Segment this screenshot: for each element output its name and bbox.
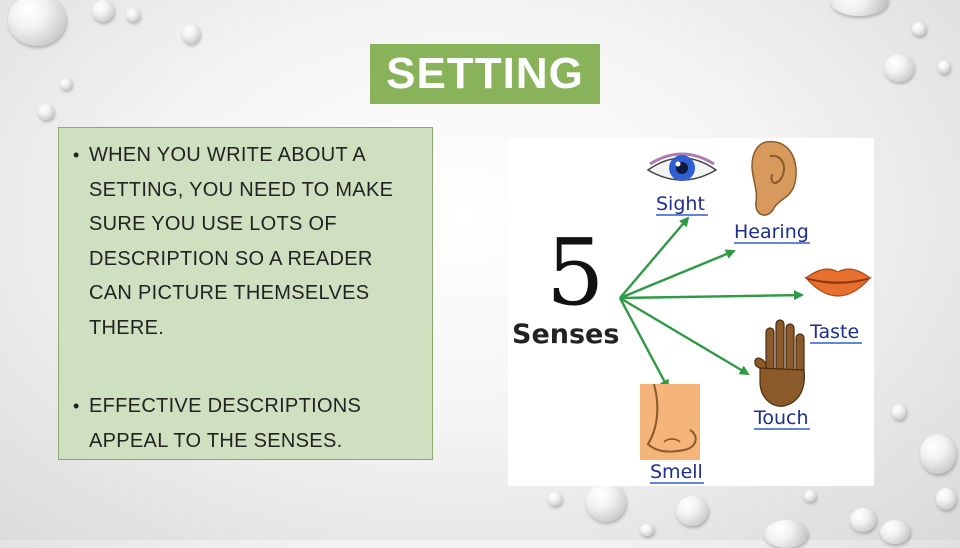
water-drop — [92, 0, 114, 22]
bullet-text-box: • WHEN YOU WRITE ABOUT A SETTING, YOU NE… — [58, 127, 433, 460]
water-drop — [830, 0, 888, 16]
arrow-to-taste — [619, 290, 804, 301]
bullet-dot: • — [73, 396, 80, 416]
ear-icon — [751, 141, 797, 216]
label-smell: Smell — [650, 461, 703, 483]
water-drop — [60, 78, 72, 90]
sense-arrows — [618, 216, 804, 390]
slide-title-text: SETTING — [386, 49, 584, 98]
lips-icon — [804, 268, 872, 297]
five-senses-illustration: 5 Senses Sight Hearing — [512, 141, 872, 484]
water-drop — [764, 520, 808, 548]
water-drop — [640, 524, 654, 536]
arrow-to-smell — [618, 297, 670, 390]
label-taste: Taste — [809, 321, 859, 343]
water-drop — [912, 22, 926, 36]
water-drop — [850, 508, 876, 532]
bullet-item: • WHEN YOU WRITE ABOUT A SETTING, YOU NE… — [73, 138, 418, 345]
water-drop — [920, 434, 956, 474]
slide-title: SETTING — [370, 44, 600, 104]
hand-icon — [754, 319, 805, 407]
bullet-text: WHEN YOU WRITE ABOUT A SETTING, YOU NEED… — [89, 144, 394, 339]
senses-heading: Senses — [512, 319, 619, 350]
water-drop — [880, 520, 910, 544]
water-drop — [936, 488, 956, 510]
water-drop — [938, 60, 950, 74]
label-touch: Touch — [753, 407, 809, 429]
bullet-dot: • — [73, 145, 80, 165]
water-drop — [586, 482, 626, 522]
arrow-to-touch — [619, 296, 750, 376]
eye-icon — [646, 152, 718, 181]
water-drop — [892, 404, 906, 420]
arrow-to-hearing — [619, 249, 736, 300]
water-drop — [548, 492, 562, 506]
bullet-text: EFFECTIVE DESCRIPTIONS APPEAL TO THE SEN… — [89, 395, 362, 452]
label-sight: Sight — [656, 193, 705, 215]
water-drop — [804, 490, 816, 502]
label-hearing: Hearing — [734, 221, 809, 243]
bullet-item: • EFFECTIVE DESCRIPTIONS APPEAL TO THE S… — [73, 389, 418, 458]
water-drop — [182, 24, 200, 44]
arrow-to-sight — [619, 216, 690, 299]
water-drop — [884, 54, 914, 82]
senses-number: 5 — [546, 219, 605, 326]
water-drop — [676, 496, 708, 526]
water-drop — [126, 8, 140, 22]
nose-icon — [640, 383, 700, 460]
water-drop — [8, 0, 66, 46]
five-senses-image: 5 Senses Sight Hearing — [508, 138, 874, 486]
water-drop — [38, 104, 54, 120]
